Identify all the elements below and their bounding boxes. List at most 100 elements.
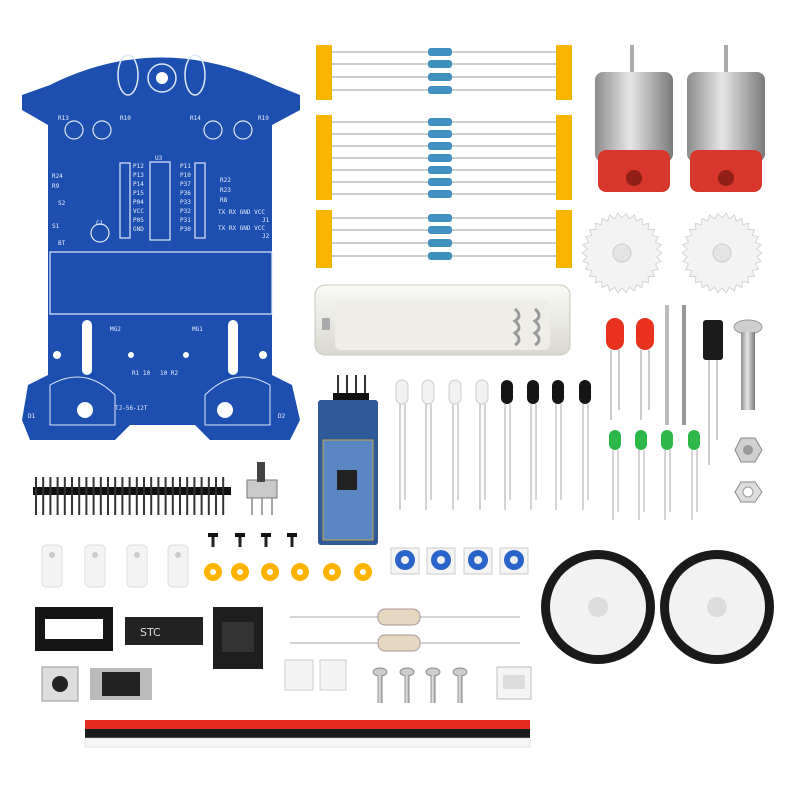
resistor bbox=[332, 166, 556, 174]
bolt bbox=[733, 319, 763, 410]
hex-nut bbox=[734, 437, 763, 463]
washer bbox=[354, 563, 372, 581]
svg-text:P11: P11 bbox=[180, 163, 191, 170]
svg-text:R10: R10 bbox=[120, 115, 131, 122]
infrared-led bbox=[579, 380, 591, 510]
red-led bbox=[636, 318, 654, 420]
resistor bbox=[332, 214, 556, 222]
svg-text:R8: R8 bbox=[220, 197, 228, 204]
resistor bbox=[332, 142, 556, 150]
resistor bbox=[332, 48, 556, 56]
svg-text:P37: P37 bbox=[180, 181, 191, 188]
gear bbox=[681, 212, 763, 294]
screw bbox=[261, 533, 271, 547]
green-led bbox=[688, 430, 700, 520]
motor-bracket bbox=[84, 544, 106, 588]
power-switch-label: S1 bbox=[52, 223, 60, 230]
svg-text:VCC: VCC bbox=[133, 208, 144, 215]
white-led bbox=[448, 379, 462, 510]
tactile-button bbox=[41, 666, 79, 702]
chip-label: STC bbox=[140, 626, 161, 639]
infrared-led bbox=[501, 380, 513, 510]
screw bbox=[399, 667, 415, 703]
washer bbox=[291, 563, 309, 581]
svg-text:R13: R13 bbox=[58, 115, 69, 122]
switch-label: S2 bbox=[58, 200, 66, 207]
washer bbox=[204, 563, 222, 581]
screw bbox=[452, 667, 468, 703]
tape bbox=[316, 210, 332, 268]
pin-header-strip bbox=[33, 477, 231, 515]
resistor bbox=[332, 86, 556, 94]
pcb-resistor-labels: R24 R9 R22 R23 R8 R10 R13 R14 R19 bbox=[52, 115, 269, 204]
led-label-d1: D1 bbox=[28, 413, 36, 420]
potentiometer bbox=[426, 547, 456, 575]
white-led bbox=[475, 379, 489, 510]
svg-text:P04: P04 bbox=[133, 199, 144, 206]
infrared-led bbox=[552, 380, 564, 510]
connector-label-j1: J1 bbox=[262, 217, 270, 224]
red-led bbox=[606, 318, 624, 420]
white-led bbox=[421, 379, 435, 510]
dc-motor bbox=[595, 45, 673, 192]
svg-text:P05: P05 bbox=[133, 217, 144, 224]
resistor bbox=[332, 252, 556, 260]
power-resistor bbox=[290, 608, 520, 626]
resistor bbox=[332, 118, 556, 126]
svg-text:P13: P13 bbox=[133, 172, 144, 179]
resistor bbox=[332, 73, 556, 81]
dc-motor bbox=[687, 45, 765, 192]
wire-connector bbox=[284, 659, 314, 691]
chassis-pcb: TJ-56-12T P12 P13 P14 P15 P04 VCC P05 GN… bbox=[22, 54, 300, 440]
potentiometer bbox=[499, 547, 529, 575]
resistor-label-r2: 10 R2 bbox=[160, 370, 178, 377]
svg-text:R24: R24 bbox=[52, 173, 63, 180]
washer bbox=[323, 563, 341, 581]
tape bbox=[556, 115, 572, 200]
wheel bbox=[541, 550, 655, 664]
led-label-d2: D2 bbox=[278, 413, 286, 420]
wire-connector bbox=[319, 659, 347, 691]
electrolytic-capacitor bbox=[703, 320, 723, 465]
ribbon-cable bbox=[84, 720, 531, 748]
sop-adapter-board bbox=[213, 607, 263, 669]
wheel bbox=[660, 550, 774, 664]
battery-label: BT bbox=[58, 240, 66, 247]
resistor-tape-strip bbox=[316, 45, 572, 268]
pcb-left-pin-labels: P12 P13 P14 P15 P04 VCC P05 GND bbox=[133, 163, 144, 233]
screw bbox=[287, 533, 297, 547]
pcb-model-label: TJ-56-12T bbox=[115, 405, 148, 412]
washer bbox=[261, 563, 279, 581]
screw bbox=[208, 533, 218, 547]
resistor bbox=[332, 154, 556, 162]
svg-text:P14: P14 bbox=[133, 181, 144, 188]
tape bbox=[316, 45, 332, 100]
resistor-label-r1: R1 10 bbox=[132, 370, 150, 377]
power-resistor bbox=[290, 634, 520, 652]
led-group bbox=[395, 379, 700, 520]
svg-text:R23: R23 bbox=[220, 187, 231, 194]
resistor bbox=[332, 239, 556, 247]
svg-text:P10: P10 bbox=[180, 172, 191, 179]
potentiometer bbox=[463, 547, 493, 575]
header-label-j1: TX RX GND VCC bbox=[218, 209, 265, 216]
svg-text:R9: R9 bbox=[52, 183, 60, 190]
svg-text:P12: P12 bbox=[133, 163, 144, 170]
chip-socket-label: U3 bbox=[155, 155, 163, 162]
svg-text:P30: P30 bbox=[180, 226, 191, 233]
tape bbox=[556, 210, 572, 268]
tape bbox=[556, 45, 572, 100]
slide-switch bbox=[246, 462, 278, 515]
green-led bbox=[661, 430, 673, 520]
infrared-led bbox=[527, 380, 539, 510]
svg-text:P32: P32 bbox=[180, 208, 191, 215]
motor-driver-chip-board bbox=[90, 668, 152, 700]
screw bbox=[235, 533, 245, 547]
washer bbox=[231, 563, 249, 581]
metal-rod bbox=[665, 305, 686, 425]
screw bbox=[425, 667, 441, 703]
svg-text:P31: P31 bbox=[180, 217, 191, 224]
motor-label-mg2: MG2 bbox=[110, 326, 121, 333]
